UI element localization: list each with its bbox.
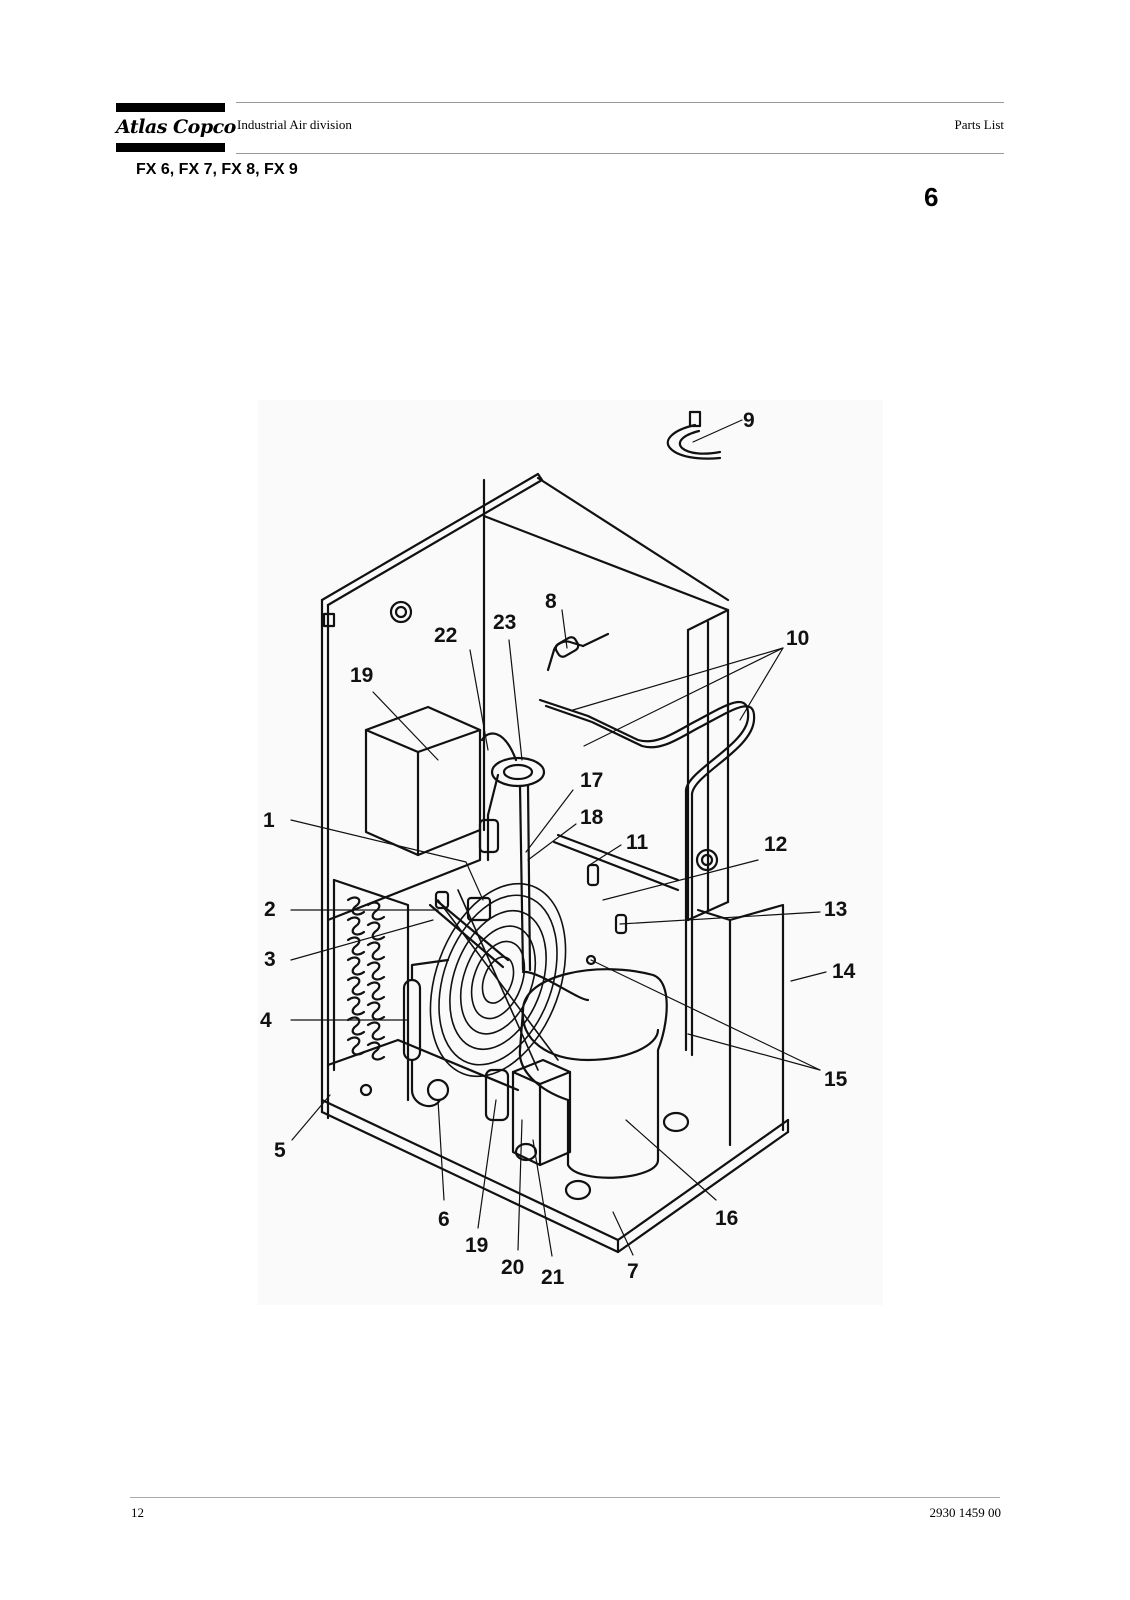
callout-16: 16 [715, 1207, 738, 1230]
compressor-drawing [484, 954, 690, 1201]
callout-3: 3 [264, 948, 276, 971]
callout-1: 1 [263, 809, 275, 832]
callout-10: 10 [786, 627, 809, 650]
callout-19-bottom: 19 [465, 1234, 488, 1257]
clamp-drawing [666, 410, 722, 460]
page-number: 12 [131, 1505, 144, 1520]
callout-23: 23 [493, 611, 516, 634]
callout-7: 7 [627, 1260, 639, 1283]
callout-13: 13 [824, 898, 847, 921]
callout-12: 12 [764, 833, 787, 856]
division-label: Industrial Air division [237, 117, 352, 132]
callout-4: 4 [260, 1009, 272, 1032]
logo-bar-bottom [116, 143, 225, 152]
callout-17: 17 [580, 769, 603, 792]
piping-drawing [428, 632, 756, 1057]
cabinet-frame [320, 472, 790, 1254]
callout-labels: 9 8 22 23 10 19 17 1 18 11 12 2 13 3 14 … [260, 409, 856, 1289]
header-rule-top [236, 102, 1004, 103]
condenser-drawing [332, 878, 450, 1108]
callout-19-top: 19 [350, 664, 373, 687]
doc-type-label: Parts List [954, 117, 1004, 132]
callout-15: 15 [824, 1068, 848, 1091]
callout-5: 5 [274, 1139, 286, 1162]
callout-14: 14 [832, 960, 856, 983]
document-number: 2930 1459 00 [929, 1505, 1002, 1520]
callout-22: 22 [434, 624, 457, 647]
callout-2: 2 [264, 898, 276, 921]
callout-20: 20 [501, 1256, 524, 1279]
callout-9: 9 [743, 409, 755, 432]
header-rule-bottom [236, 153, 1004, 154]
model-list-heading: FX 6, FX 7, FX 8, FX 9 [136, 161, 298, 178]
callout-18: 18 [580, 806, 604, 829]
section-number: 6 [924, 182, 939, 212]
callout-11: 11 [626, 831, 649, 854]
atlas-copco-logo: Atlas Copco [116, 116, 236, 138]
leader-lines [290, 419, 827, 1257]
footer-rule [130, 1497, 1000, 1498]
callout-21: 21 [541, 1266, 565, 1289]
callout-8: 8 [545, 590, 557, 613]
fan-drawing [429, 882, 567, 1078]
parts-diagram: 9 8 22 23 10 19 17 1 18 11 12 2 13 3 14 … [258, 400, 883, 1305]
callout-6: 6 [438, 1208, 450, 1231]
logo-bar-top [116, 103, 225, 112]
electrical-box-drawing [326, 705, 482, 922]
